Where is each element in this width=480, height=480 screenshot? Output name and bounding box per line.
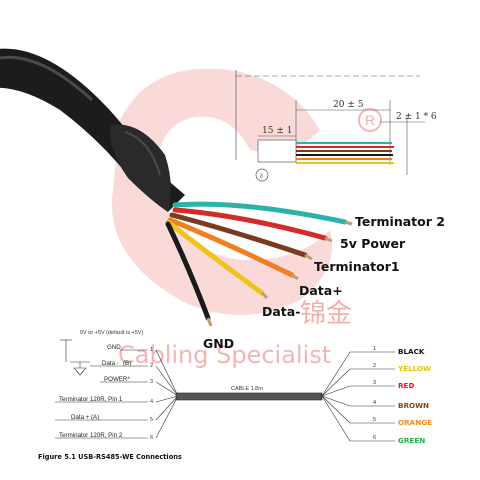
ground-symbol bbox=[73, 367, 87, 376]
left-fan-lines bbox=[155, 349, 179, 439]
tip-terminator2 bbox=[344, 220, 353, 226]
left-pin: GND 1 bbox=[107, 344, 153, 353]
right-wire: 1 BLACK bbox=[350, 346, 425, 356]
wire-yellow bbox=[165, 219, 265, 296]
left-pins: GND 1 Data - (B) 2 POWER* 3 Terminator 1… bbox=[55, 344, 153, 441]
pin-label: Data + bbox=[71, 414, 90, 421]
tip-terminator1 bbox=[304, 253, 313, 261]
right-wire: 5 ORANGE bbox=[350, 417, 432, 427]
watermark-logo: R 锦金 Cabling Specialist bbox=[111, 68, 382, 369]
label-terminator1: Terminator1 bbox=[314, 259, 400, 274]
pin-marker: (B) bbox=[123, 360, 131, 367]
left-pin: Terminator 120R, Pin 2 6 bbox=[55, 432, 153, 441]
dim-wire-length: 20 ± 5 bbox=[333, 100, 364, 110]
left-pin: POWER* 3 bbox=[100, 376, 153, 385]
pin-number: 6 bbox=[150, 435, 153, 441]
wire-number: 2 bbox=[373, 363, 376, 369]
wire-black bbox=[165, 221, 211, 321]
pin-number: 2 bbox=[150, 363, 153, 369]
watermark-chinese: 锦金 bbox=[300, 299, 352, 329]
wire-color-label: BLACK bbox=[398, 347, 425, 356]
dim-sleeve bbox=[257, 139, 297, 163]
wire-number: 3 bbox=[373, 380, 376, 386]
label-5v-power: 5v Power bbox=[340, 236, 406, 251]
label-terminator2: Terminator 2 bbox=[355, 214, 445, 229]
label-data-minus: Data- bbox=[262, 304, 300, 319]
right-wires: 1 BLACK 2 YELLOW 3 RED 4 BROWN 5 ORA bbox=[350, 346, 432, 445]
cable-label: CABLE 1.8m bbox=[231, 386, 263, 392]
left-pin: Data - (B) 2 bbox=[90, 360, 153, 369]
wire-orange bbox=[167, 217, 295, 278]
left-pin: Terminator 120R, Pin 1 4 bbox=[55, 396, 153, 405]
wire-number: 6 bbox=[373, 435, 376, 441]
pin-number: 3 bbox=[150, 379, 153, 385]
pin-number: 1 bbox=[150, 347, 153, 353]
right-wire: 4 BROWN bbox=[350, 400, 429, 410]
wire-number: 4 bbox=[373, 400, 376, 406]
wire-brown bbox=[169, 212, 308, 258]
tip-gnd bbox=[206, 317, 213, 327]
supply-note: 0V or +5V (default is +5V) bbox=[80, 330, 143, 336]
wire-red bbox=[172, 207, 328, 241]
tip-data-minus bbox=[260, 291, 269, 300]
right-wire: 3 RED bbox=[350, 380, 414, 390]
wire-number: 5 bbox=[373, 417, 376, 423]
watermark-brand: Cabling Specialist bbox=[118, 341, 331, 369]
left-pin: Data + (A) 5 bbox=[55, 414, 153, 423]
wire-color-label: RED bbox=[398, 381, 414, 390]
wire-color-label: BROWN bbox=[398, 401, 429, 410]
schematic: 0V or +5V (default is +5V) GND 1 Data - … bbox=[55, 330, 432, 445]
pin-label: GND bbox=[107, 344, 121, 351]
right-wire: 2 YELLOW bbox=[350, 363, 431, 373]
label-data-plus: Data+ bbox=[299, 283, 343, 298]
pin-number: 5 bbox=[150, 417, 153, 423]
right-fan-lines bbox=[321, 351, 351, 442]
pin-label: Data - bbox=[102, 360, 119, 367]
label-gnd: GND bbox=[203, 336, 234, 351]
wire-number: 1 bbox=[373, 346, 376, 352]
wire-color-label: YELLOW bbox=[397, 364, 431, 373]
cable-body bbox=[175, 392, 323, 401]
right-wire: 6 GREEN bbox=[350, 435, 425, 445]
wire-teal bbox=[172, 201, 348, 225]
cable-photo bbox=[0, 48, 353, 327]
registered-mark: R bbox=[365, 112, 375, 128]
heat-shrink-sleeve bbox=[109, 124, 171, 212]
pin-number: 4 bbox=[150, 399, 153, 405]
pin-label: POWER* bbox=[104, 376, 130, 383]
tip-data-plus bbox=[291, 273, 299, 281]
dim-callout-circle bbox=[255, 168, 269, 182]
tip-power bbox=[324, 236, 333, 243]
wire-color-label: GREEN bbox=[398, 436, 425, 445]
pin-marker: (A) bbox=[91, 414, 99, 421]
wire-color-label: ORANGE bbox=[398, 418, 432, 427]
pin-label: Terminator 120R, Pin 2 bbox=[59, 432, 123, 439]
pin-label: Terminator 120R, Pin 1 bbox=[59, 396, 123, 403]
dim-tip-length: 2 ± 1 * 6 bbox=[396, 112, 437, 122]
dimension-drawing: 20 ± 5 2 ± 1 * 6 15 ± 1 3 bbox=[235, 70, 437, 182]
dim-strip-length: 15 ± 1 bbox=[262, 126, 292, 136]
figure-caption: Figure 5.1 USB-RS485-WE Connections bbox=[38, 453, 182, 461]
dim-callout: 3 bbox=[260, 174, 263, 180]
